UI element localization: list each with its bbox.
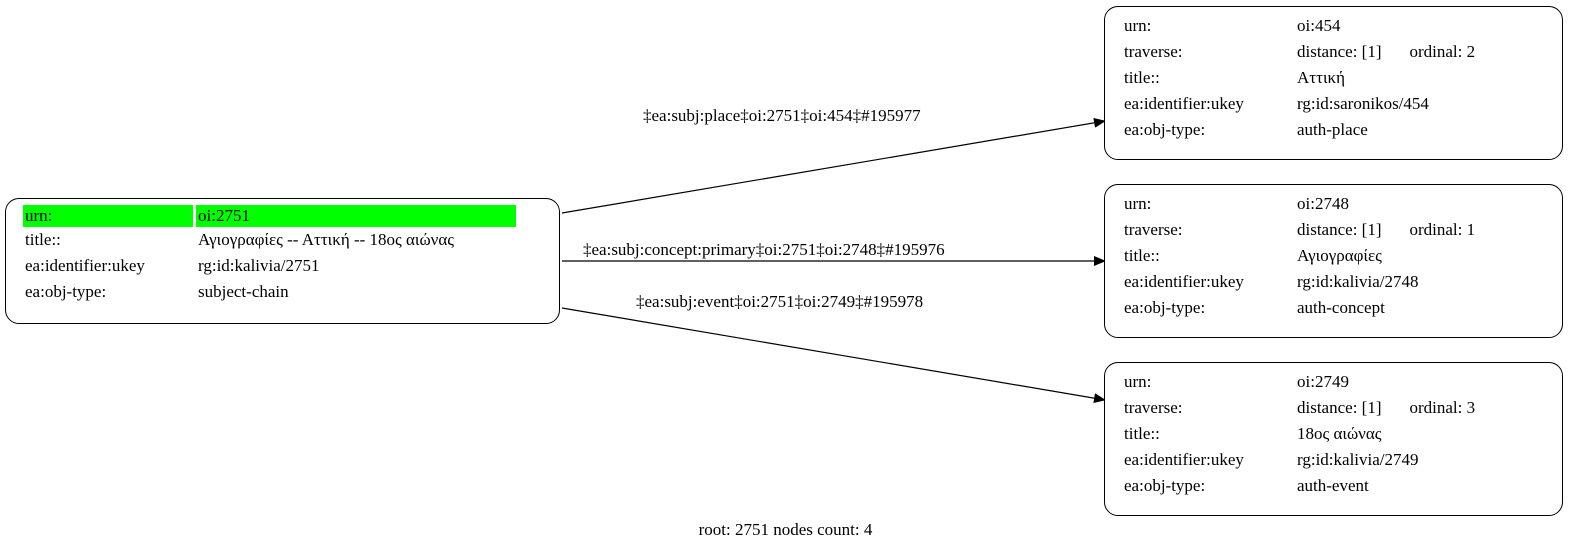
node-ukey-key: ea:identifier:ukey <box>1124 94 1244 113</box>
node-traverse-key: traverse: <box>1124 220 1183 239</box>
node-traverse-value: distance: [1] ordinal: 2 <box>1295 39 1477 65</box>
node-urn-key: urn: <box>1124 194 1152 213</box>
node-urn-value: oi:2748 <box>1297 194 1349 213</box>
node-traverse-key: traverse: <box>1124 42 1183 61</box>
node-title-value: Αττική <box>1297 68 1345 87</box>
edge-event-label: ‡ea:subj:event‡oi:2751‡oi:2749‡#195978 <box>636 292 924 311</box>
node-type-key: ea:obj-type: <box>1124 476 1206 495</box>
edge-event-line <box>561 307 1106 404</box>
root-title-value: Αγιογραφίες -- Αττική -- 18ος αιώνας <box>198 230 455 249</box>
node-distance: distance: [1] <box>1297 220 1382 239</box>
node-ordinal: ordinal: 1 <box>1409 220 1476 239</box>
node-ukey-key: ea:identifier:ukey <box>1124 450 1244 469</box>
node-ukey-value: rg:id:kalivia/2748 <box>1297 272 1419 291</box>
node-title-value: 18ος αιώνας <box>1297 424 1382 443</box>
edge-place-line <box>561 117 1106 214</box>
node-ordinal: ordinal: 3 <box>1409 398 1476 417</box>
root-ukey-key: ea:identifier:ukey <box>25 256 145 275</box>
root-type-value: subject-chain <box>198 282 289 301</box>
node-traverse-key: traverse: <box>1124 398 1183 417</box>
node-urn-value: oi:454 <box>1297 16 1341 35</box>
node-type-value: auth-event <box>1297 476 1369 495</box>
node-title-key: title:: <box>1124 246 1160 265</box>
node-title-key: title:: <box>1124 68 1160 87</box>
target-node-event: urn: oi:2749 traverse: distance: [1] ordi… <box>1104 362 1563 516</box>
node-type-key: ea:obj-type: <box>1124 298 1206 317</box>
node-type-value: auth-concept <box>1297 298 1385 317</box>
root-type-key: ea:obj-type: <box>25 282 107 301</box>
node-title-key: title:: <box>1124 424 1160 443</box>
node-ukey-key: ea:identifier:ukey <box>1124 272 1244 291</box>
target-node-concept: urn: oi:2748 traverse: distance: [1] ordi… <box>1104 184 1563 338</box>
node-traverse-value: distance: [1] ordinal: 3 <box>1295 395 1477 421</box>
target-node-place-table: urn: oi:454 traverse: distance: [1] ordin… <box>1119 13 1480 143</box>
node-ukey-value: rg:id:kalivia/2749 <box>1297 450 1419 469</box>
node-type-key: ea:obj-type: <box>1124 120 1206 139</box>
node-urn-key: urn: <box>1124 16 1152 35</box>
node-urn-value: oi:2749 <box>1297 372 1349 391</box>
target-node-place: urn: oi:454 traverse: distance: [1] ordin… <box>1104 6 1563 160</box>
edge-concept-label: ‡ea:subj:concept:primary‡oi:2751‡oi:2748… <box>583 240 945 259</box>
node-type-value: auth-place <box>1297 120 1368 139</box>
node-traverse-value: distance: [1] ordinal: 1 <box>1295 217 1477 243</box>
target-node-concept-table: urn: oi:2748 traverse: distance: [1] ordi… <box>1119 191 1480 321</box>
root-node: urn: oi:2751 title:: Αγιογραφίες -- Αττι… <box>5 198 560 324</box>
root-urn-value: oi:2751 <box>196 205 516 227</box>
root-node-table: urn: oi:2751 title:: Αγιογραφίες -- Αττι… <box>20 205 519 305</box>
root-type-row: ea:obj-type: subject-chain <box>23 279 516 305</box>
root-title-row: title:: Αγιογραφίες -- Αττική -- 18ος αι… <box>23 227 516 253</box>
root-ukey-value: rg:id:kalivia/2751 <box>198 256 320 275</box>
root-ukey-row: ea:identifier:ukey rg:id:kalivia/2751 <box>23 253 516 279</box>
root-title-key: title:: <box>25 230 61 249</box>
node-urn-key: urn: <box>1124 372 1152 391</box>
node-title-value: Αγιογραφίες <box>1297 246 1382 265</box>
graph-footer: root: 2751 nodes count: 4 <box>698 520 873 539</box>
node-distance: distance: [1] <box>1297 42 1382 61</box>
root-urn-row: urn: oi:2751 <box>23 205 516 227</box>
target-node-event-table: urn: oi:2749 traverse: distance: [1] ordi… <box>1119 369 1480 499</box>
node-ordinal: ordinal: 2 <box>1409 42 1476 61</box>
node-ukey-value: rg:id:saronikos/454 <box>1297 94 1429 113</box>
root-urn-key: urn: <box>23 205 193 227</box>
edge-place-label: ‡ea:subj:place‡oi:2751‡oi:454‡#195977 <box>643 106 921 125</box>
node-distance: distance: [1] <box>1297 398 1382 417</box>
